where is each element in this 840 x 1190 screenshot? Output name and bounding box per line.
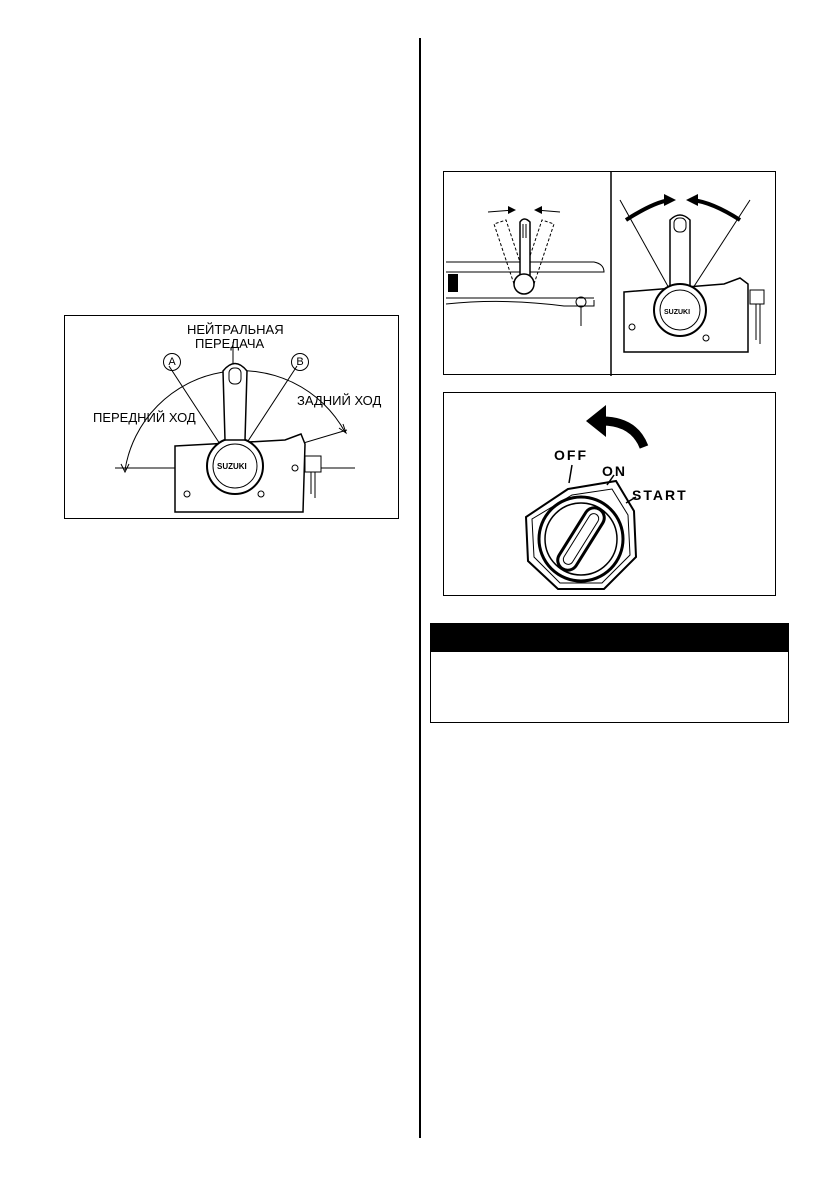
neutral-label-line2: ПЕРЕДАЧА [195, 336, 265, 351]
warning-header [431, 624, 788, 652]
shift-lever-figure: НЕЙТРАЛЬНАЯ ПЕРЕДАЧА A B ЗАДНИЙ ХОД ПЕРЕ… [64, 315, 399, 519]
position-marker-a: A [163, 353, 181, 371]
lever-views-drawing [445, 172, 765, 376]
warning-box [430, 623, 789, 723]
brand-logo: SUZUKI [217, 462, 247, 471]
ignition-off-label: OFF [554, 447, 588, 463]
ignition-switch-figure: OFF ON START [443, 392, 776, 596]
ignition-start-label: START [632, 487, 688, 503]
ignition-on-label: ON [602, 463, 627, 479]
position-marker-b: B [291, 353, 309, 371]
brand-logo: SUZUKI [664, 309, 691, 316]
neutral-label: НЕЙТРАЛЬНАЯ [187, 322, 284, 337]
lever-views-figure: SUZUKI [443, 171, 776, 376]
column-divider [419, 38, 421, 1138]
shift-lever-drawing [115, 342, 355, 513]
forward-label: ПЕРЕДНИЙ ХОД [93, 410, 196, 425]
reverse-label: ЗАДНИЙ ХОД [297, 393, 382, 408]
ignition-switch-drawing [524, 405, 649, 590]
